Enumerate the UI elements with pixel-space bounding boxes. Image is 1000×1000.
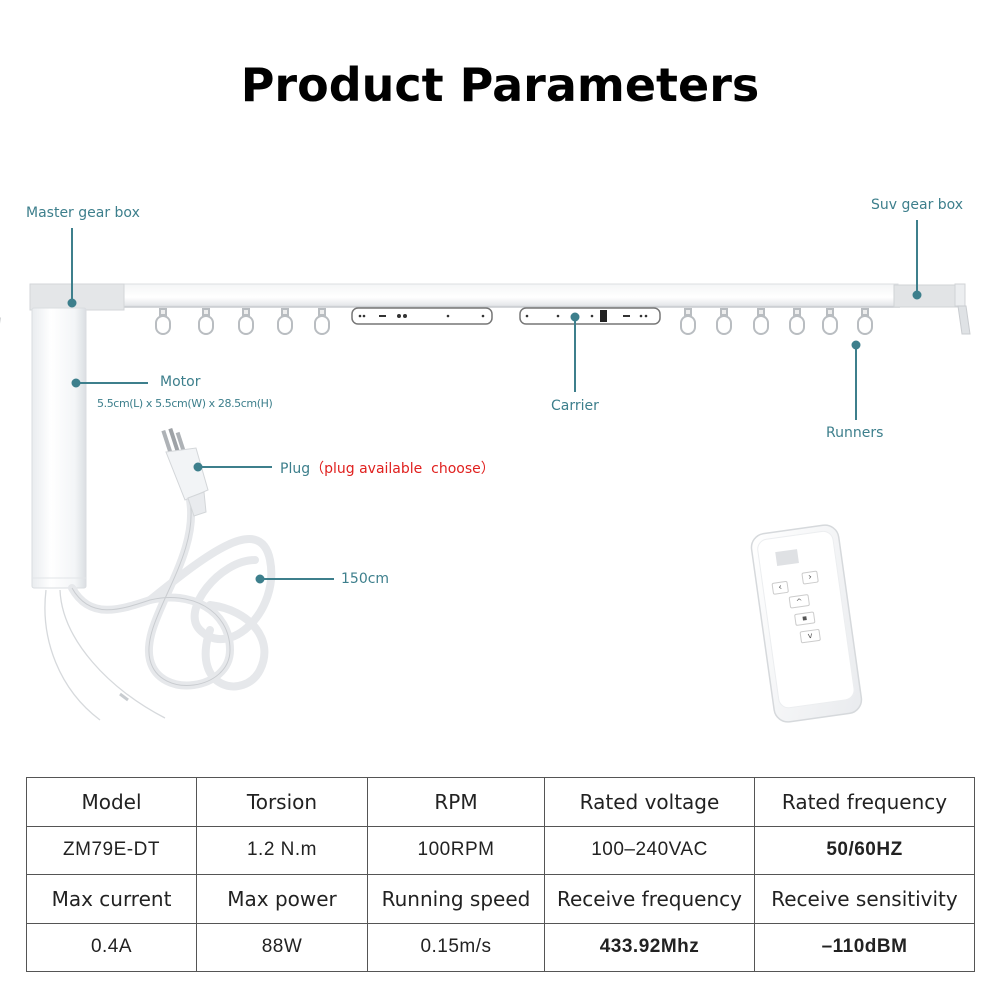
header-running-speed: Running speed	[367, 874, 545, 924]
remote-down-button: v	[799, 628, 821, 644]
header-receive-sensitivity: Receive sensitivity	[754, 874, 975, 924]
motor-body	[31, 307, 87, 589]
carrier-left	[351, 307, 493, 325]
stop-icon: ■	[802, 615, 808, 623]
suv-gear-box-label: Suv gear box	[871, 197, 964, 213]
callout-lines	[67, 220, 922, 584]
rail	[84, 283, 900, 308]
header-max-current: Max current	[26, 874, 197, 924]
plug-close-paren: ）	[480, 461, 495, 477]
power-cable	[68, 496, 276, 691]
table-row: 0.4A 88W 0.15m/s 433.92Mhz –110dBM	[26, 922, 975, 972]
header-model: Model	[26, 777, 197, 827]
value-torsion: 1.2 N.m	[196, 825, 368, 875]
header-rpm: RPM	[367, 777, 545, 827]
plug-note: plug available choose	[324, 461, 481, 477]
header-rated-voltage: Rated voltage	[544, 777, 755, 827]
plug-open-paren: （	[310, 461, 325, 477]
remote-up-button: ^	[788, 593, 811, 609]
header-torsion: Torsion	[196, 777, 368, 827]
value-rated-voltage: 100–240VAC	[544, 825, 755, 875]
header-receive-frequency: Receive frequency	[544, 874, 755, 924]
value-running-speed: 0.15m/s	[367, 922, 545, 972]
chevron-up-icon: ^	[795, 596, 804, 607]
chevron-right-icon: ›	[807, 572, 813, 583]
remote-display	[775, 549, 799, 567]
curtain-track-illustration	[0, 220, 971, 723]
motor-wires	[44, 589, 166, 721]
remote-right-button: ›	[801, 570, 819, 585]
runners-left	[155, 308, 330, 335]
cable-length-label: 150cm	[341, 571, 390, 587]
master-gear-box-label: Master gear box	[26, 205, 140, 221]
value-receive-frequency: 433.92Mhz	[544, 922, 755, 972]
carrier-label: Carrier	[551, 398, 599, 414]
value-model: ZM79E-DT	[26, 825, 197, 875]
motor-label: Motor	[160, 374, 201, 390]
plug-title: Plug	[280, 461, 311, 477]
suv-gear-box	[893, 283, 971, 335]
motor-dimensions-label: 5.5cm(L) x 5.5cm(W) x 28.5cm(H)	[97, 397, 273, 410]
runners-label: Runners	[826, 425, 884, 441]
table-row: Max current Max power Running speed Rece…	[26, 874, 975, 924]
chevron-left-icon: ‹	[777, 582, 783, 594]
spec-table: Model Torsion RPM Rated voltage Rated fr…	[26, 777, 975, 972]
value-max-current: 0.4A	[26, 922, 197, 972]
header-rated-frequency: Rated frequency	[754, 777, 975, 827]
plug-label: Plug（plug available choose）	[280, 458, 495, 478]
header-max-power: Max power	[196, 874, 368, 924]
product-diagram: ‹ › ^ ■ v Master gear box Suv gear box M…	[0, 197, 971, 723]
value-receive-sensitivity: –110dBM	[754, 922, 975, 972]
page-title: Product Parameters	[240, 58, 760, 112]
runners-right	[680, 308, 873, 335]
value-max-power: 88W	[196, 922, 368, 972]
remote-left-button: ‹	[771, 580, 789, 595]
value-rated-frequency: 50/60HZ	[754, 825, 975, 875]
remote-stop-button: ■	[794, 611, 816, 627]
table-row: Model Torsion RPM Rated voltage Rated fr…	[26, 777, 975, 827]
chevron-down-icon: v	[807, 630, 814, 641]
carrier-right	[519, 307, 661, 325]
plug	[161, 427, 209, 517]
value-rpm: 100RPM	[367, 825, 545, 875]
power-cable-outline	[71, 499, 231, 686]
table-row: ZM79E-DT 1.2 N.m 100RPM 100–240VAC 50/60…	[26, 825, 975, 875]
